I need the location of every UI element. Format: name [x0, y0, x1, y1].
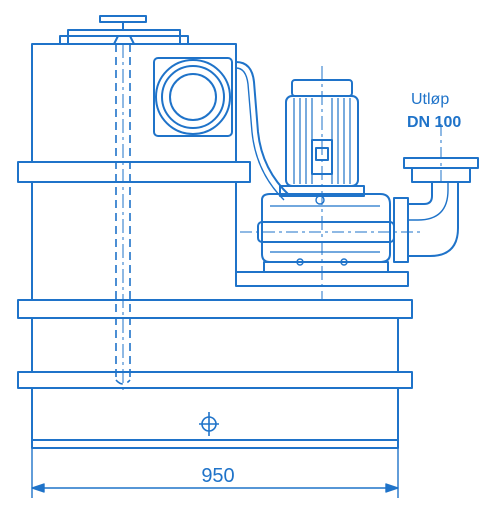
inlet-flange	[153, 57, 233, 137]
internal-pipe	[115, 44, 131, 385]
width-dimension-line	[31, 448, 399, 498]
vent-hose	[235, 61, 291, 197]
vent-hose-inner	[235, 67, 285, 201]
outlet-label-line2: DN 100	[407, 114, 461, 131]
pump-housing	[240, 193, 420, 273]
tank-top-cover	[59, 15, 189, 45]
outlet-label-line1: Utløp	[411, 91, 449, 108]
tank-lower-section	[17, 299, 413, 449]
pump-motor	[279, 66, 365, 300]
drain-port-symbol	[199, 412, 219, 436]
width-dimension-value: 950	[201, 465, 234, 487]
tank-body	[17, 43, 251, 300]
discharge-elbow	[393, 124, 479, 263]
